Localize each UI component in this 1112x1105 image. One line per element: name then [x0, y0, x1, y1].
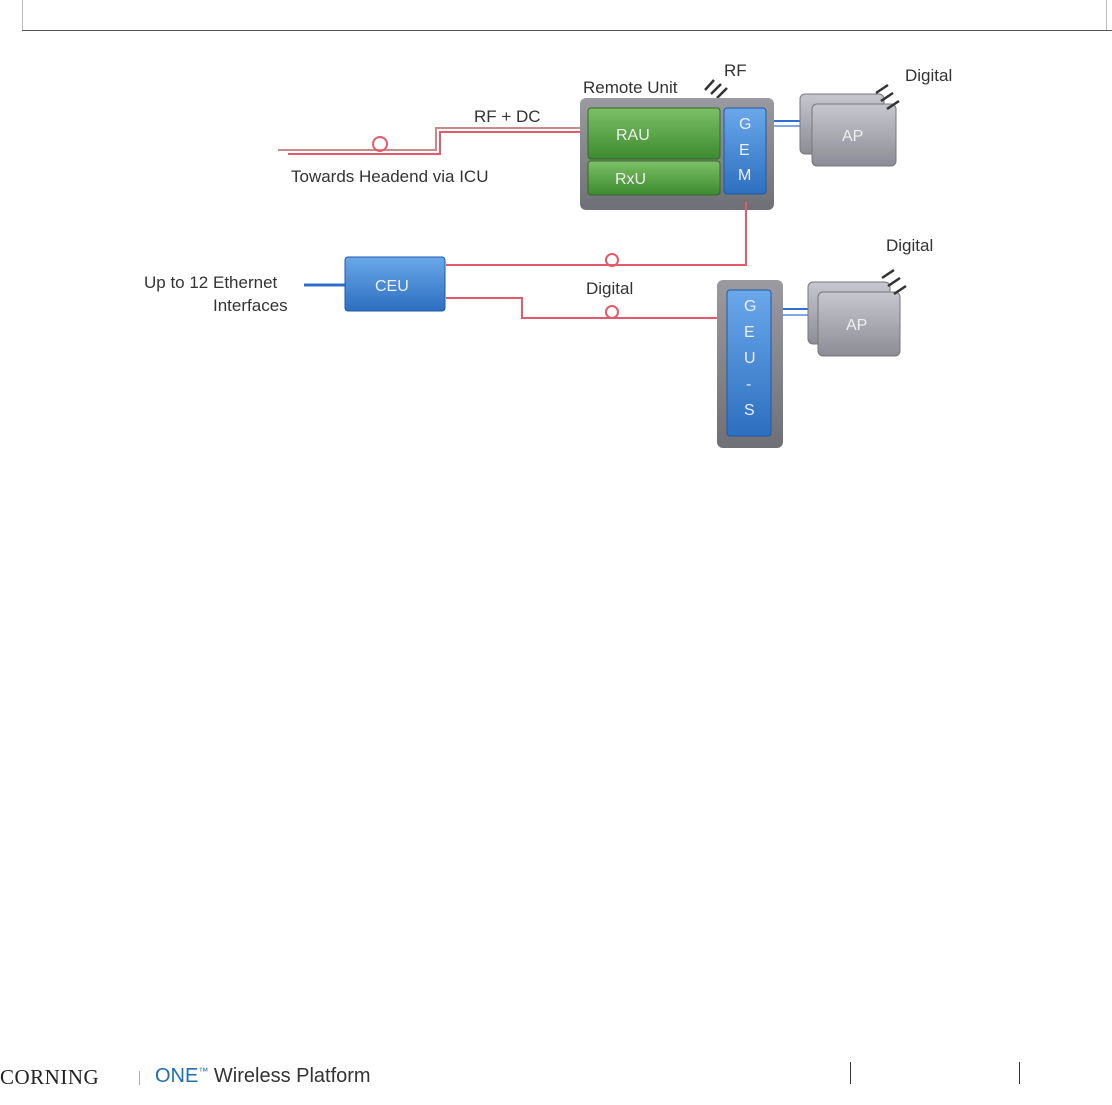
ethernet-label-line2: Interfaces [213, 296, 288, 315]
rf-dc-cable [278, 128, 590, 154]
footer: CORNING ONE™ Wireless Platform [0, 1062, 1112, 1092]
digital-right-label: Digital [886, 236, 933, 255]
geus-letter-e: E [744, 324, 755, 341]
rf-label: RF [724, 61, 747, 80]
rf-waves-icon [705, 80, 727, 98]
gem-letter-e: E [739, 142, 750, 159]
digital-mid-label: Digital [586, 279, 633, 298]
remote-unit-label: Remote Unit [583, 78, 678, 97]
geus-letter-g: G [744, 298, 756, 315]
ap2-label: AP [846, 317, 867, 334]
rf-dc-label: RF + DC [474, 107, 541, 126]
rau-box [588, 108, 720, 159]
ceu-geus-digital-link [446, 298, 722, 318]
product-rest: Wireless Platform [208, 1065, 370, 1087]
footer-separator [139, 1071, 140, 1085]
rxu-box [588, 161, 720, 195]
gem-letter-m: M [738, 167, 751, 184]
geus-letter-u: U [744, 350, 756, 367]
ethernet-label-line1: Up to 12 Ethernet [144, 273, 278, 292]
architecture-diagram: RF + DC Towards Headend via ICU Remote U… [0, 0, 1112, 470]
product-trademark: ™ [198, 1066, 208, 1077]
digital-top-label: Digital [905, 66, 952, 85]
ap-label: AP [842, 128, 863, 145]
rxu-label: RxU [615, 171, 646, 188]
brand-logo: CORNING [0, 1065, 99, 1090]
rau-label: RAU [616, 127, 650, 144]
gem-ceu-digital-link [446, 202, 746, 265]
gem-letter-g: G [739, 116, 751, 133]
product-name: ONE™ Wireless Platform [155, 1065, 371, 1088]
footer-divider-2 [1019, 1062, 1020, 1084]
geus-letter-s: S [744, 402, 755, 419]
ceu-label: CEU [375, 278, 409, 295]
geus-letter-dash: - [746, 376, 751, 393]
cable-coil-icon [373, 137, 387, 151]
towards-headend-label: Towards Headend via ICU [291, 167, 488, 186]
cable-coil-icon [606, 306, 618, 318]
product-one: ONE [155, 1065, 198, 1087]
footer-divider-1 [850, 1062, 851, 1084]
